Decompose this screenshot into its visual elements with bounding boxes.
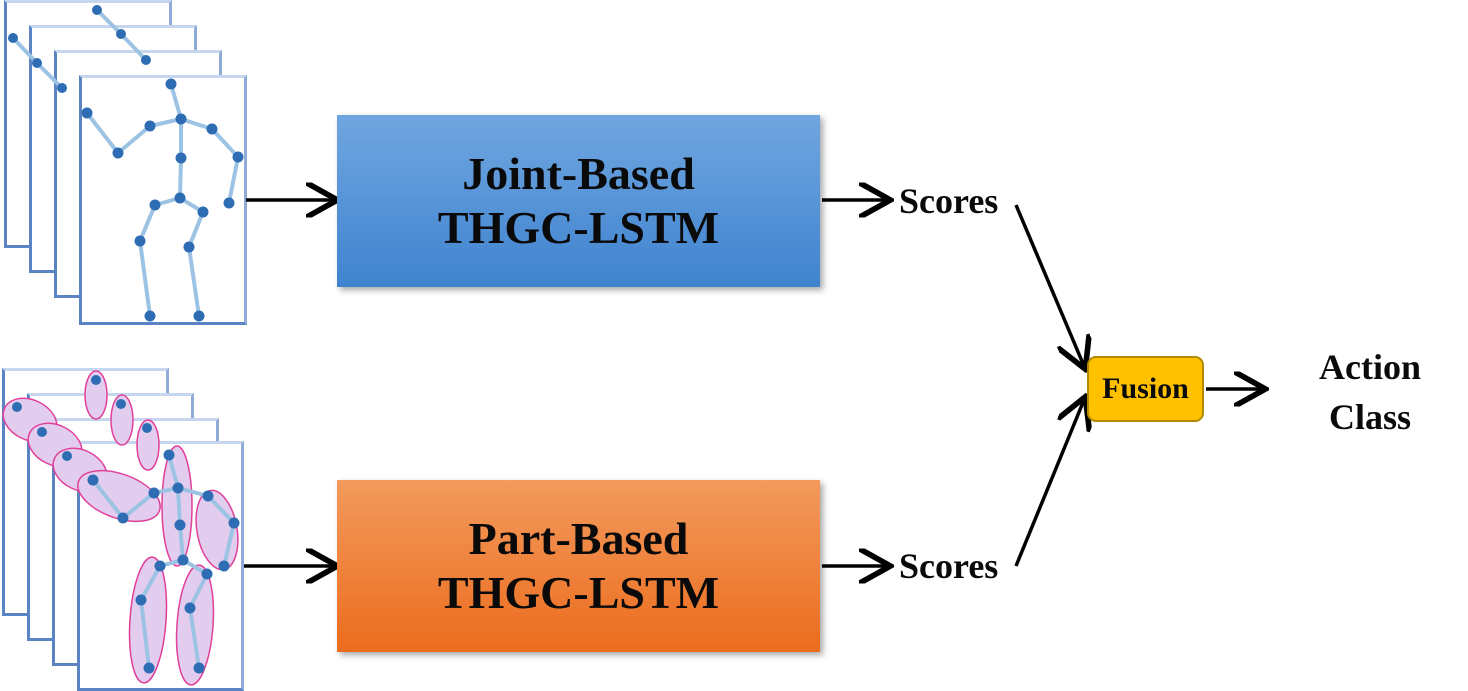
joint-block-line2: THGC-LSTM <box>437 202 720 253</box>
fusion-box: Fusion <box>1087 356 1204 422</box>
joint-back-skeletons <box>8 5 151 93</box>
part-based-block: Part-Based THGC-LSTM <box>337 480 820 652</box>
joint-skeleton <box>81 78 244 322</box>
joint-based-block: Joint-Based THGC-LSTM <box>337 115 820 287</box>
part-ellipses <box>77 445 239 686</box>
joint-block-line1: Joint-Based <box>462 148 695 199</box>
part-block-line1: Part-Based <box>468 513 689 564</box>
arrow-scores-top-to-fusion <box>1014 204 1084 366</box>
part-skeleton <box>87 449 240 674</box>
part-back-bones <box>12 375 152 461</box>
joint-frame-4 <box>79 75 247 325</box>
arrow-scores-bottom-to-fusion <box>1014 400 1084 567</box>
action-line2: Class <box>1328 397 1412 437</box>
fusion-label: Fusion <box>1102 372 1189 405</box>
action-class-output: Action Class <box>1300 342 1440 442</box>
scores-top-label: Scores <box>899 181 999 221</box>
scores-bottom-label: Scores <box>899 546 999 586</box>
part-block-line2: THGC-LSTM <box>437 567 720 618</box>
action-line1: Action <box>1319 347 1421 387</box>
